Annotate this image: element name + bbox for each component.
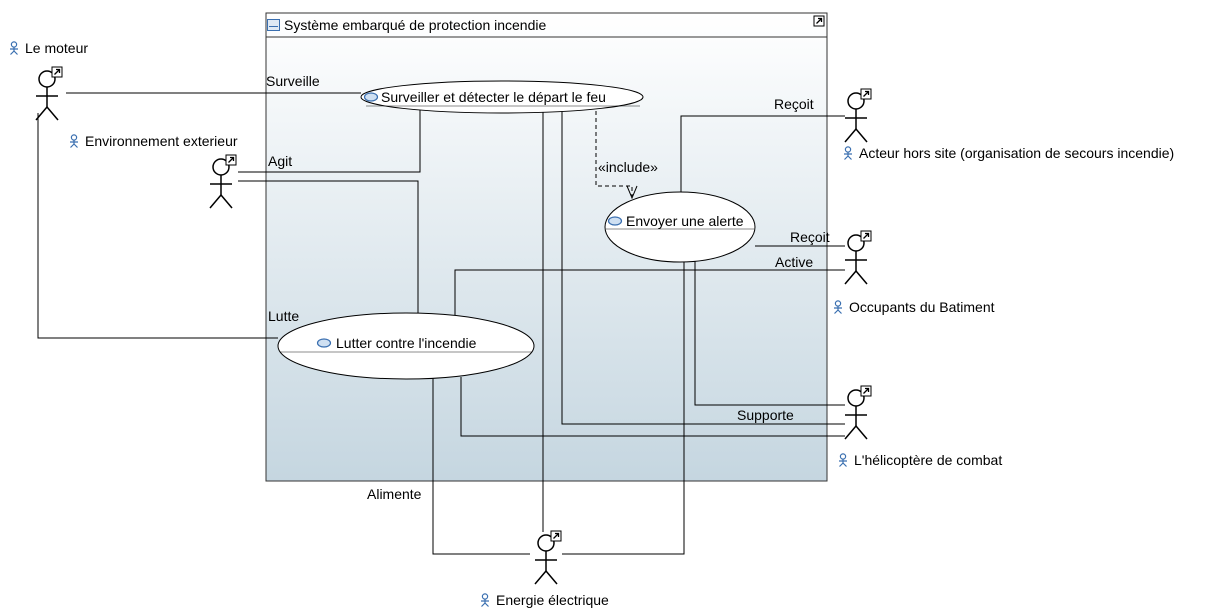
line-helico-alerte [694, 261, 845, 406]
use-case-lutter[interactable]: Lutter contre l'incendie [277, 312, 535, 380]
line-occupants-lutter [454, 269, 845, 330]
line-energie-lutter [432, 377, 530, 555]
actor-figure-hors-site[interactable] [844, 88, 872, 143]
use-case-icon [316, 338, 332, 348]
actor-icon [70, 134, 78, 148]
actor-name: Energie électrique [496, 592, 609, 608]
actor-figure-energie[interactable] [534, 530, 562, 585]
system-icon [267, 19, 280, 31]
actor-label-environnement[interactable]: Environnement exterieur [67, 133, 238, 149]
link-icon [860, 88, 872, 100]
use-case-label: Surveiller et détecter le départ le feu [381, 89, 606, 105]
link-icon [225, 154, 237, 166]
actor-icon [209, 158, 233, 209]
relation-label-recoit-2: Reçoit [790, 229, 830, 245]
line-energie-alerte [562, 262, 685, 555]
use-case-surveiller[interactable]: Surveiller et détecter le départ le feu [360, 80, 644, 114]
actor-name: Acteur hors site (organisation de secour… [859, 145, 1175, 161]
link-icon [860, 230, 872, 242]
actor-label-energie[interactable]: Energie électrique [478, 592, 609, 608]
actor-figure-environnement[interactable] [209, 154, 237, 209]
relation-label-surveille: Surveille [266, 73, 320, 89]
actor-figure-helicoptere[interactable] [844, 385, 872, 440]
actor-icon [35, 70, 59, 121]
actor-name: Environnement exterieur [85, 133, 238, 149]
actor-label-moteur[interactable]: Le moteur [7, 40, 88, 56]
actor-icon [534, 534, 558, 585]
actor-name: Occupants du Batiment [849, 299, 995, 315]
include-dependency[interactable] [595, 111, 638, 200]
relation-label-recoit-1: Reçoit [774, 96, 814, 112]
actor-icon [844, 92, 868, 143]
actor-icon [481, 593, 489, 607]
line-horssite-alerte [680, 115, 845, 196]
actor-icon [839, 453, 847, 467]
actor-name: Le moteur [25, 40, 89, 56]
actor-label-occupants[interactable]: Occupants du Batiment [831, 299, 995, 315]
system-title-text: Système embarqué de protection incendie [284, 17, 547, 33]
line-env-surveiller [238, 110, 421, 173]
actor-figure-moteur[interactable] [35, 66, 63, 121]
use-case-envoyer-alerte[interactable]: Envoyer une alerte [604, 191, 756, 263]
actor-name: L'hélicoptère de combat [854, 452, 1003, 468]
use-case-label: Lutter contre l'incendie [336, 335, 477, 351]
associations [37, 92, 845, 555]
actor-label-helicoptere[interactable]: L'hélicoptère de combat [836, 452, 1002, 468]
actor-icon [10, 41, 18, 55]
use-case-icon [607, 216, 623, 226]
include-label: «include» [598, 159, 658, 175]
actor-icon [844, 146, 852, 160]
relation-label-alimente: Alimente [367, 486, 422, 502]
line-moteur-lutter [37, 113, 278, 339]
line-helico-lutter [460, 377, 845, 437]
link-icon [813, 15, 825, 27]
link-icon [860, 385, 872, 397]
relation-label-supporte: Supporte [737, 407, 794, 423]
relation-label-lutte: Lutte [268, 308, 299, 324]
relation-label-active: Active [775, 254, 813, 270]
use-case-label: Envoyer une alerte [626, 213, 744, 229]
actor-icon [834, 300, 842, 314]
link-icon [550, 530, 562, 542]
line-env-lutter [238, 180, 419, 320]
actor-label-hors-site[interactable]: Acteur hors site (organisation de secour… [841, 145, 1174, 161]
system-title: Système embarqué de protection incendie [267, 16, 546, 34]
link-icon [51, 66, 63, 78]
line-helico-surveiller [561, 111, 845, 425]
use-case-icon [363, 92, 379, 102]
actor-icon [844, 234, 868, 285]
relation-label-agit: Agit [268, 153, 292, 169]
actor-icon [844, 389, 868, 440]
actor-figure-occupants[interactable] [844, 230, 872, 285]
